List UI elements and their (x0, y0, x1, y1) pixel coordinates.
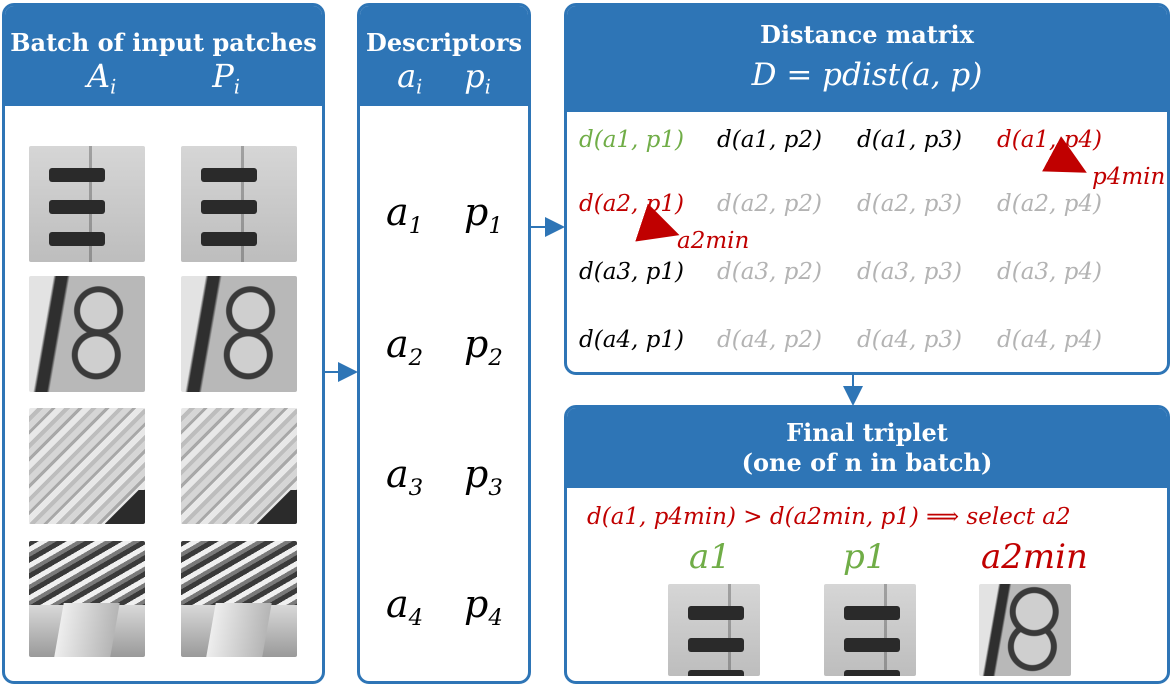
triplet-label-anchor: a1 (689, 537, 731, 577)
matrix-cell-r2-c3: d(a2, p3) (857, 191, 962, 217)
descriptor-p4: p4 (464, 582, 503, 631)
col-label-P: Pi (212, 57, 240, 99)
matrix-cell-r3-c4: d(a3, p4) (997, 259, 1102, 285)
anchor-patch-1 (29, 146, 145, 262)
matrix-cell-r3-c3: d(a3, p3) (857, 259, 962, 285)
a2min-annotation: a2min (677, 228, 750, 254)
col-label-p: pi (464, 57, 491, 99)
matrix-cell-r2-c2: d(a2, p2) (717, 191, 822, 217)
triplet-label-positive: p1 (843, 537, 887, 577)
matrix-cell-r4-c4: d(a4, p4) (997, 327, 1102, 353)
matrix-cell-r4-c3: d(a4, p3) (857, 327, 962, 353)
anchor-patch-2 (29, 276, 145, 392)
matrix-cell-r3-c1: d(a3, p1) (579, 259, 684, 285)
triplet-positive-patch (824, 584, 916, 676)
col-label-a: ai (397, 57, 423, 99)
descriptor-a4: a4 (386, 582, 424, 631)
anchor-patch-3 (29, 408, 145, 524)
batch-header: Batch of input patches Ai Pi (5, 6, 322, 106)
positive-patch-3 (181, 408, 297, 524)
positive-patch-2 (181, 276, 297, 392)
matrix-cell-r4-c1: d(a4, p1) (579, 327, 684, 353)
distance-formula: D = pdist(a, p) (751, 57, 983, 93)
matrix-cell-r2-c4: d(a2, p4) (997, 191, 1102, 217)
descriptor-a3: a3 (386, 452, 424, 501)
final-title-line1: Final triplet (786, 418, 948, 447)
batch-title: Batch of input patches (10, 28, 317, 57)
positive-patch-1 (181, 146, 297, 262)
descriptor-a2: a2 (386, 322, 424, 371)
matrix-cell-r2-c1: d(a2, p1) (579, 191, 684, 217)
descriptors-column-labels: ai pi (360, 57, 528, 99)
final-header: Final triplet (one of n in batch) (567, 408, 1167, 488)
distance-title: Distance matrix (760, 20, 974, 49)
matrix-cell-r3-c2: d(a3, p2) (717, 259, 822, 285)
descriptors-panel: Descriptors ai pi a1 p1 a2 p2 a3 p3 a4 p… (357, 3, 531, 684)
matrix-cell-r1-c1: d(a1, p1) (579, 127, 684, 153)
descriptor-p2: p2 (464, 322, 503, 371)
triplet-negative-patch (979, 584, 1071, 676)
descriptors-header: Descriptors ai pi (360, 6, 528, 106)
matrix-cell-r4-c2: d(a4, p2) (717, 327, 822, 353)
final-triplet-panel: Final triplet (one of n in batch) d(a1, … (564, 405, 1170, 684)
descriptors-title: Descriptors (366, 28, 522, 57)
descriptor-p3: p3 (464, 452, 503, 501)
positive-patch-4 (181, 541, 297, 657)
descriptor-p1: p1 (464, 190, 503, 239)
matrix-cell-r1-c3: d(a1, p3) (857, 127, 962, 153)
selection-rule: d(a1, p4min) > d(a2min, p1) ⟹ select a2 (587, 504, 1071, 530)
triplet-label-negative: a2min (981, 537, 1088, 577)
matrix-cell-r1-c4: d(a1, p4) (997, 127, 1102, 153)
distance-header: Distance matrix D = pdist(a, p) (567, 6, 1167, 112)
matrix-cell-r1-c2: d(a1, p2) (717, 127, 822, 153)
anchor-patch-4 (29, 541, 145, 657)
distance-matrix-panel: Distance matrix D = pdist(a, p) d(a1, p1… (564, 3, 1170, 375)
descriptor-a1: a1 (386, 190, 424, 239)
p4min-annotation: p4min (1092, 164, 1166, 190)
final-title-line2: (one of n in batch) (741, 448, 993, 477)
triplet-anchor-patch (668, 584, 760, 676)
batch-panel: Batch of input patches Ai Pi (2, 3, 325, 684)
col-label-A: Ai (87, 57, 117, 99)
batch-column-labels: Ai Pi (5, 57, 322, 99)
